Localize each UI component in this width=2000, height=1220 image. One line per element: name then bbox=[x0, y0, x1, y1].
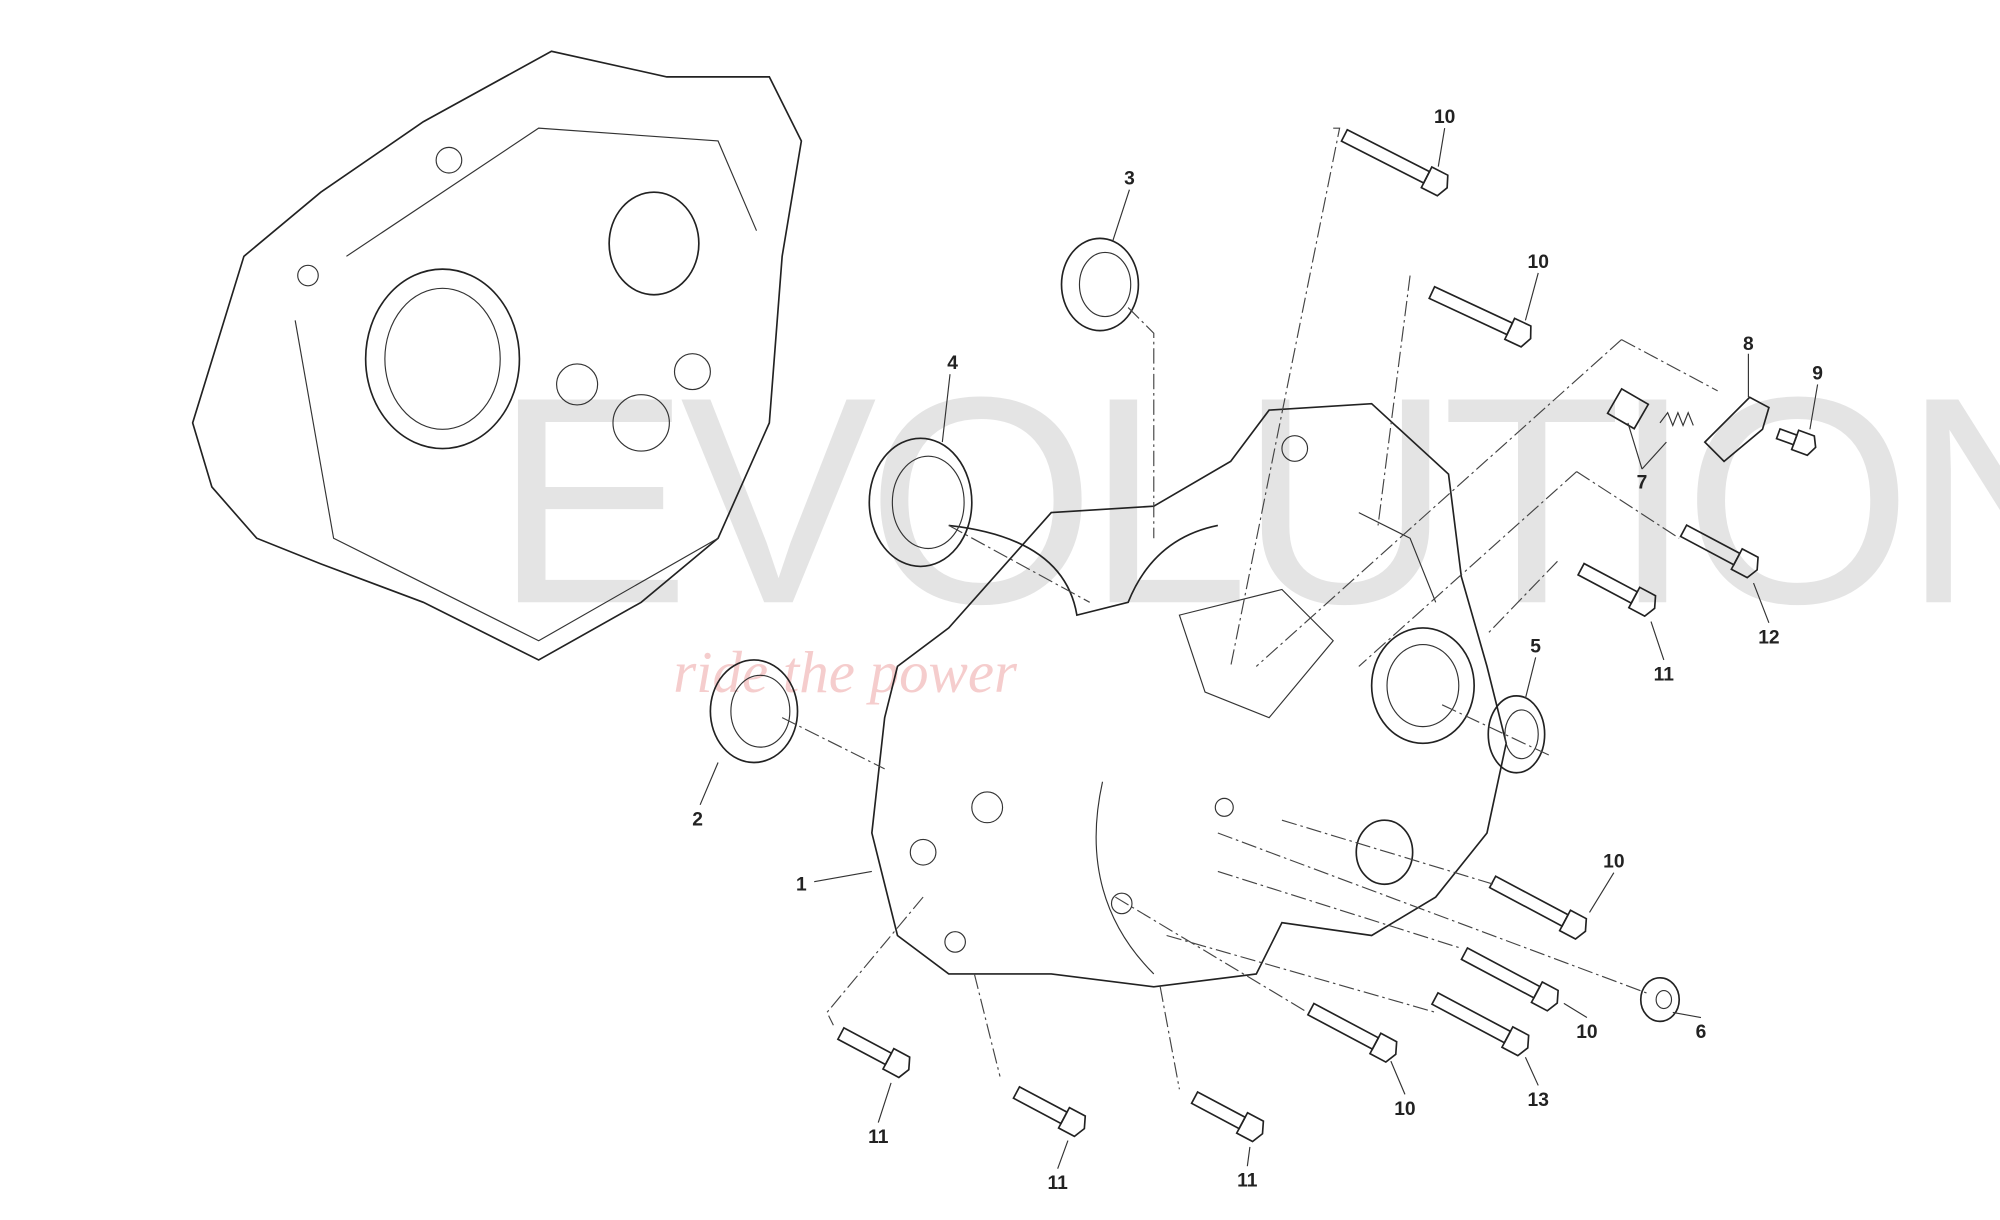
callout: 2 bbox=[692, 809, 703, 830]
oil-seal-5 bbox=[1487, 695, 1546, 774]
right-crankcase-half bbox=[871, 402, 1508, 988]
callout: 6 bbox=[1696, 1022, 1707, 1043]
callout: 3 bbox=[1124, 169, 1135, 190]
alignment-lines bbox=[781, 127, 1718, 1090]
callout: 8 bbox=[1743, 334, 1754, 355]
bearing-2 bbox=[709, 659, 799, 764]
bolts bbox=[836, 128, 1817, 1143]
leader-line-1 bbox=[814, 870, 872, 883]
callout: 9 bbox=[1812, 363, 1823, 384]
callout: 10 bbox=[1576, 1022, 1597, 1043]
watermark-brand: EVOLUTION bbox=[494, 336, 2000, 665]
left-crankcase-half bbox=[191, 50, 803, 661]
callout: 11 bbox=[1654, 664, 1675, 685]
callout: 7 bbox=[1637, 472, 1648, 493]
plunger-spring-7 bbox=[1606, 387, 1694, 430]
watermark-tagline: ride the power bbox=[673, 639, 1018, 705]
callout: 10 bbox=[1394, 1099, 1415, 1120]
callout: 10 bbox=[1603, 852, 1624, 873]
callout: 13 bbox=[1528, 1090, 1549, 1111]
callout: 10 bbox=[1528, 252, 1549, 273]
washer-6 bbox=[1639, 976, 1681, 1023]
callout: 1 bbox=[796, 875, 807, 896]
callout: 10 bbox=[1434, 107, 1455, 128]
callout: 12 bbox=[1758, 627, 1779, 648]
bearing-3 bbox=[1060, 237, 1140, 332]
leader-lines bbox=[699, 128, 1819, 1169]
watermark: EVOLUTION ride the power bbox=[494, 336, 2000, 705]
callout-labels: 10 3 10 8 9 4 7 12 11 5 2 1 10 10 6 10 1… bbox=[692, 107, 1823, 1194]
callout: 4 bbox=[947, 353, 958, 374]
callout: 5 bbox=[1530, 636, 1541, 657]
callout: 11 bbox=[1048, 1173, 1069, 1194]
bracket-8 bbox=[1703, 396, 1770, 463]
callout: 11 bbox=[1237, 1171, 1258, 1192]
callout: 11 bbox=[868, 1127, 889, 1148]
bearing-4 bbox=[868, 437, 973, 568]
